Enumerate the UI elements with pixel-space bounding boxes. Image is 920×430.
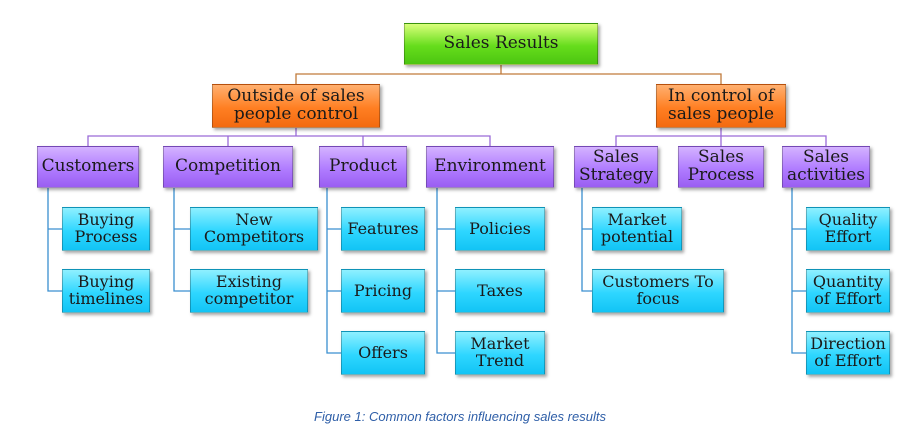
connector-customers <box>47 188 62 292</box>
node-competition: Competition <box>163 146 293 188</box>
connector-activities <box>791 188 806 354</box>
node-sales-activities: Sales activities <box>782 146 870 188</box>
node-sales-process: Sales Process <box>678 146 764 188</box>
node-sales-strategy: Sales Strategy <box>574 146 658 188</box>
node-customers: Customers <box>37 146 139 188</box>
connector-competition <box>173 188 190 292</box>
connector-outside <box>87 128 491 146</box>
node-root: Sales Results <box>404 23 598 65</box>
leaf-taxes: Taxes <box>455 269 545 313</box>
leaf-quantity-of-effort: Quantity of Effort <box>806 269 890 313</box>
figure-caption: Figure 1: Common factors influencing sal… <box>314 409 606 424</box>
leaf-offers: Offers <box>341 331 425 375</box>
leaf-existing-competitor: Existing competitor <box>190 269 308 313</box>
leaf-quality-effort: Quality Effort <box>806 207 890 251</box>
leaf-direction-of-effort: Direction of Effort <box>806 331 890 375</box>
node-product: Product <box>319 146 407 188</box>
connector-environment <box>436 188 455 354</box>
leaf-buying-process: Buying Process <box>62 207 150 251</box>
leaf-pricing: Pricing <box>341 269 425 313</box>
leaf-features: Features <box>341 207 425 251</box>
node-outside-control: Outside of sales people control <box>212 84 380 128</box>
leaf-buying-timelines: Buying timelines <box>62 269 150 313</box>
connector-strategy <box>581 188 592 292</box>
leaf-market-potential: Market potential <box>592 207 682 251</box>
connector-inside <box>615 128 827 146</box>
leaf-policies: Policies <box>455 207 545 251</box>
connector-root <box>295 65 722 84</box>
node-environment: Environment <box>426 146 554 188</box>
node-in-control: In control of sales people <box>656 84 786 128</box>
leaf-new-competitors: New Competitors <box>190 207 318 251</box>
leaf-customers-to-focus: Customers To focus <box>592 269 724 313</box>
leaf-market-trend: Market Trend <box>455 331 545 375</box>
connector-product <box>326 188 341 354</box>
